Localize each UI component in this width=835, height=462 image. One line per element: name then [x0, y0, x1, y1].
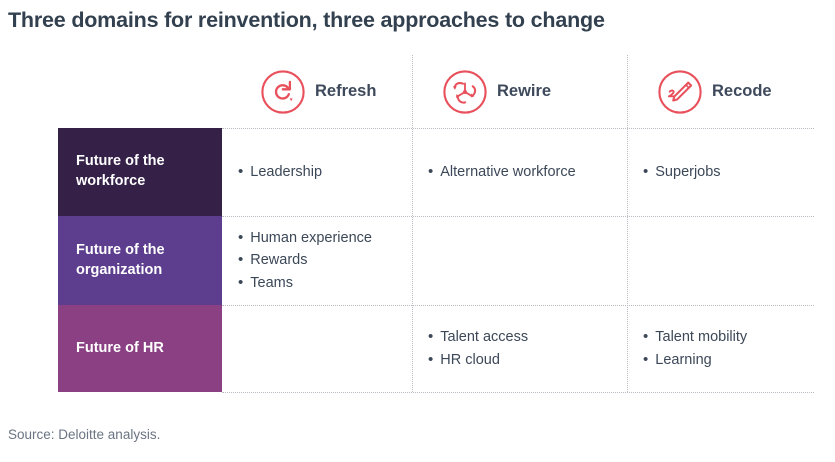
- table-row: • Talent access • HR cloud • Talent mobility…: [222, 305, 814, 392]
- row-label-text: Future of the workforce: [76, 153, 165, 189]
- list-item: • Human experience: [238, 227, 412, 249]
- cell-hr-recode: • Talent mobility • Learning: [627, 305, 814, 392]
- list-item: • Learning: [643, 349, 814, 371]
- list-item: • Teams: [238, 272, 412, 294]
- matrix-cells: • Leadership • Alternative workforce • Supe…: [222, 128, 814, 392]
- column-header-rewire: Rewire: [412, 55, 627, 128]
- cell-organization-recode: [627, 216, 814, 305]
- cell-workforce-recode: • Superjobs: [627, 128, 814, 216]
- cell-workforce-rewire: • Alternative workforce: [412, 128, 627, 216]
- column-label-recode: Recode: [712, 82, 772, 100]
- list-item: • Talent access: [428, 326, 627, 348]
- recode-pencil-icon: [657, 69, 703, 115]
- list-item-label: Talent mobility: [655, 329, 748, 346]
- list-item-label: Talent access: [440, 329, 529, 346]
- table-row: • Human experience • Rewards • Teams: [222, 216, 814, 305]
- grid-rule-vertical: [627, 55, 628, 392]
- grid-rule-horizontal: [222, 128, 814, 129]
- bullet-dot-icon: •: [428, 350, 434, 368]
- list-item-label: Superjobs: [655, 163, 721, 180]
- list-item-label: Rewards: [250, 252, 308, 269]
- column-label-refresh: Refresh: [315, 82, 377, 100]
- list-item-label: Learning: [655, 351, 712, 368]
- grid-rule-vertical: [412, 55, 413, 392]
- domains-approaches-matrix: Refresh: [0, 55, 835, 395]
- list-item-label: Leadership: [250, 163, 323, 180]
- rewire-triradial-arrows-icon: [442, 69, 488, 115]
- row-label-future-of-the-workforce: Future of the workforce: [58, 128, 222, 216]
- bullet-dot-icon: •: [238, 228, 244, 246]
- grid-rule-horizontal: [222, 305, 814, 306]
- bullet-dot-icon: •: [238, 162, 244, 180]
- bullet-dot-icon: •: [643, 162, 649, 180]
- cell-hr-rewire: • Talent access • HR cloud: [412, 305, 627, 392]
- column-header-refresh: Refresh: [222, 55, 412, 128]
- refresh-circular-arrow-icon: [260, 69, 306, 115]
- list-item: • HR cloud: [428, 349, 627, 371]
- row-label-future-of-the-organization: Future of the organization: [58, 216, 222, 305]
- column-header-recode: Recode: [627, 55, 814, 128]
- bullet-dot-icon: •: [428, 162, 434, 180]
- list-item-label: Human experience: [250, 229, 372, 246]
- cell-organization-rewire: [412, 216, 627, 305]
- list-item-label: Teams: [250, 274, 293, 291]
- bullet-dot-icon: •: [643, 328, 649, 346]
- row-label-text: Future of the organization: [76, 241, 165, 278]
- cell-organization-refresh: • Human experience • Rewards • Teams: [222, 216, 412, 305]
- column-label-rewire: Rewire: [497, 82, 552, 100]
- list-item: • Talent mobility: [643, 326, 814, 348]
- bullet-dot-icon: •: [643, 350, 649, 368]
- source-note: Source: Deloitte analysis.: [8, 427, 161, 442]
- bullet-dot-icon: •: [238, 251, 244, 269]
- list-item-label: HR cloud: [440, 351, 500, 368]
- row-label-future-of-hr: Future of HR: [58, 305, 222, 392]
- column-header-row: Refresh: [222, 55, 814, 128]
- row-label-column: Future of the workforce Future of the or…: [58, 128, 222, 392]
- list-item-label: Alternative workforce: [440, 163, 576, 180]
- list-item: • Superjobs: [643, 161, 814, 183]
- grid-rule-horizontal: [222, 392, 814, 393]
- table-row: • Leadership • Alternative workforce • Supe…: [222, 128, 814, 216]
- cell-workforce-refresh: • Leadership: [222, 128, 412, 216]
- page-title: Three domains for reinvention, three app…: [8, 8, 605, 32]
- list-item: • Leadership: [238, 161, 412, 183]
- grid-rule-horizontal: [222, 216, 814, 217]
- bullet-dot-icon: •: [428, 328, 434, 346]
- bullet-dot-icon: •: [238, 273, 244, 291]
- cell-hr-refresh: [222, 305, 412, 392]
- list-item: • Rewards: [238, 249, 412, 271]
- row-label-text: Future of HR: [76, 339, 164, 356]
- list-item: • Alternative workforce: [428, 161, 627, 183]
